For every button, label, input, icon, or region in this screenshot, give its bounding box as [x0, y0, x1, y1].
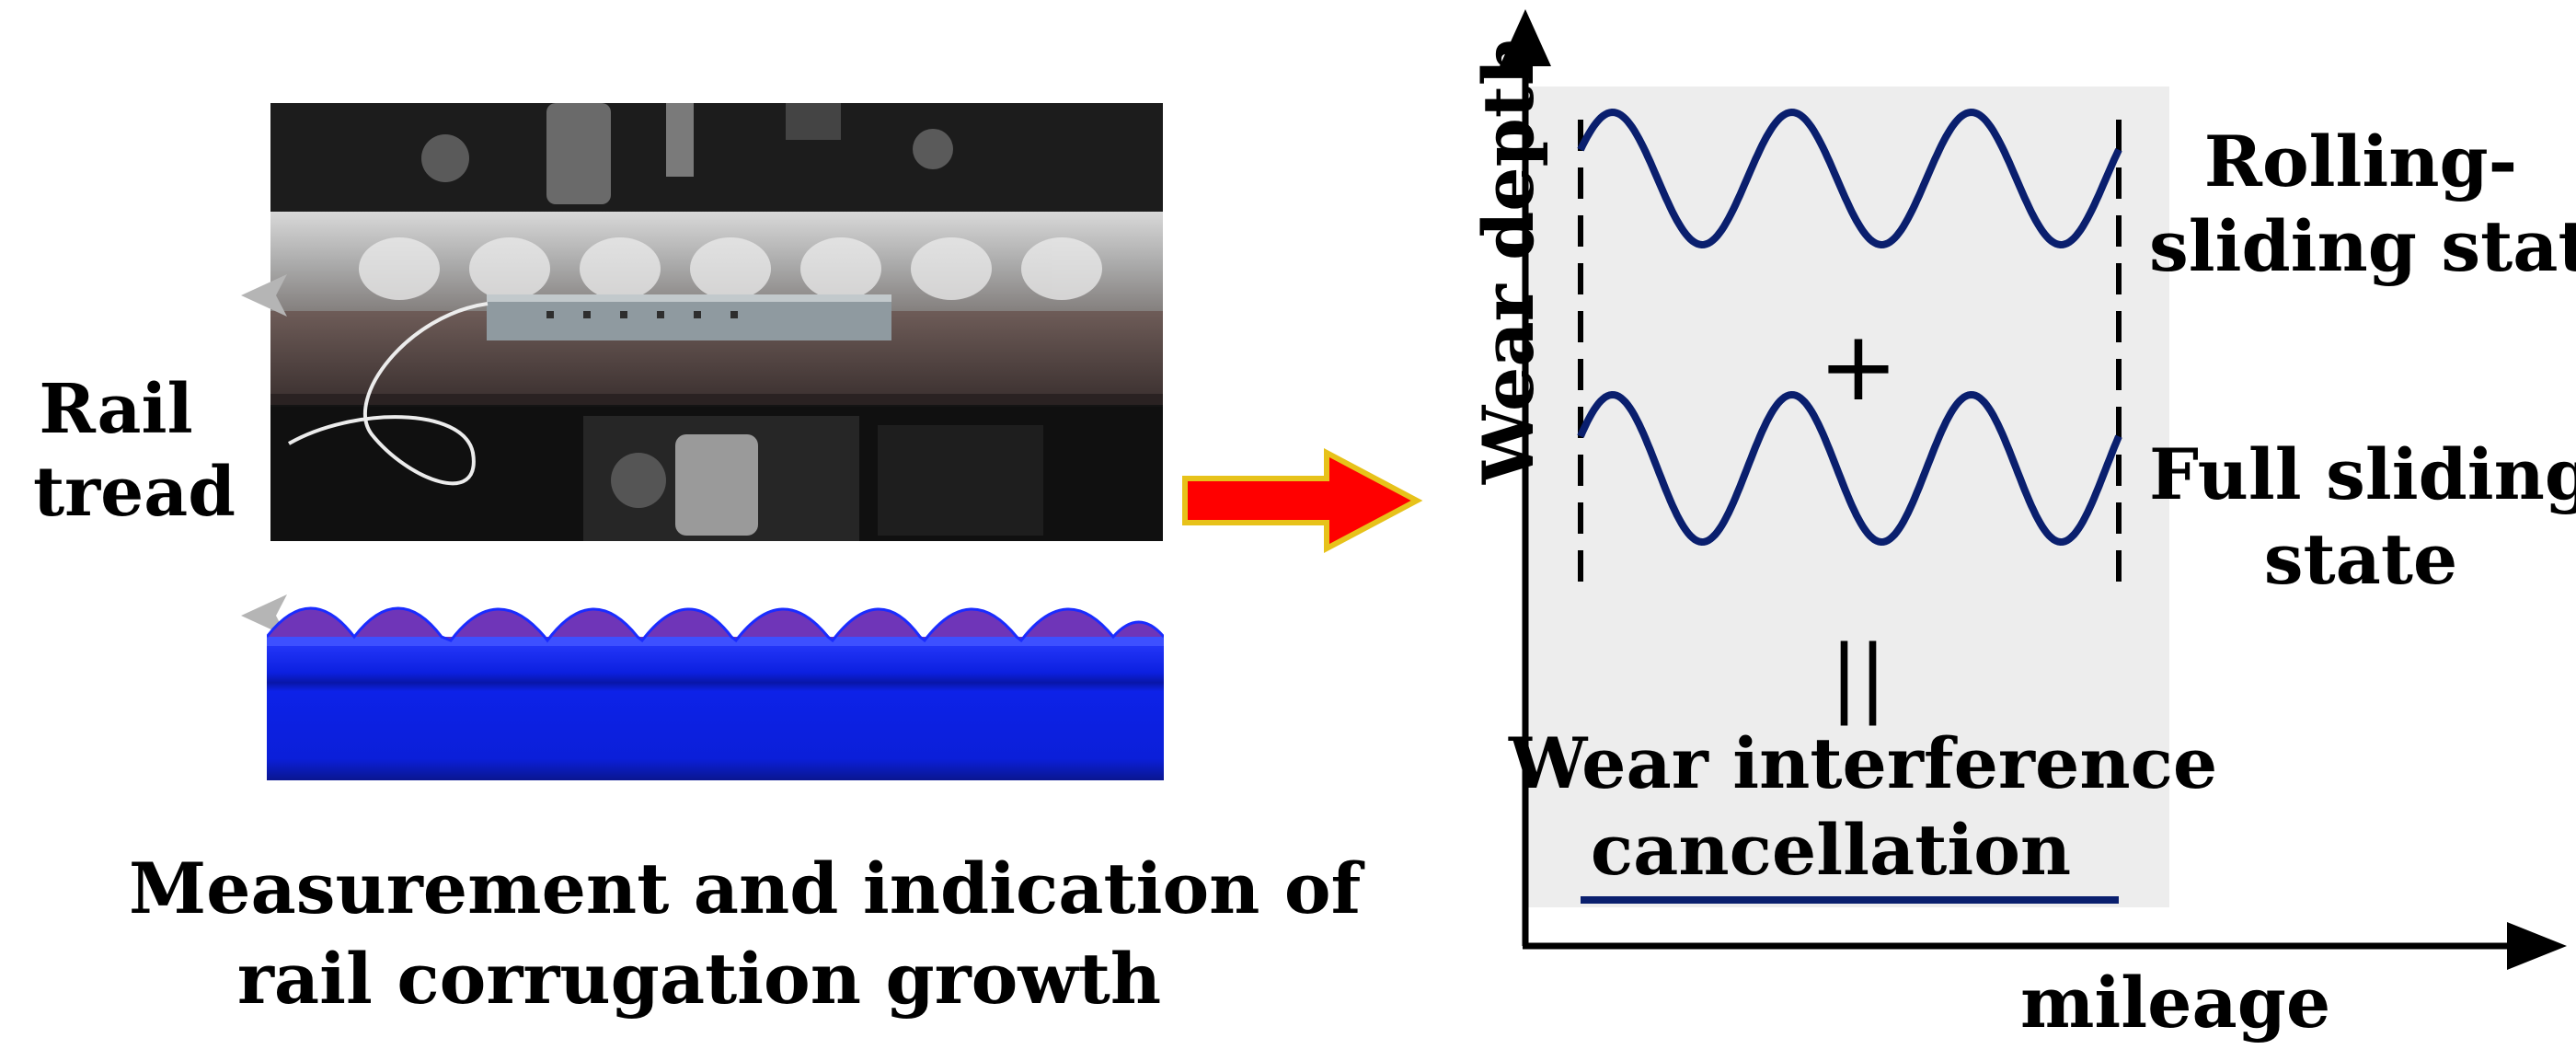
rail-tread-photo	[270, 103, 1163, 541]
x-axis-arrowhead	[2507, 922, 2567, 970]
full-sliding-label: Full sliding state	[2149, 433, 2576, 600]
cancellation-label: Wear interference cancellation	[1509, 722, 2218, 891]
full-sliding-label-line2: state	[2263, 518, 2458, 600]
y-axis-arrowhead	[1500, 9, 1551, 66]
x-axis-label: mileage	[2020, 962, 2331, 1044]
rolling-sliding-label: Rolling- sliding state	[2149, 121, 2576, 287]
rolling-sliding-label-line2: sliding state	[2149, 205, 2576, 287]
left-caption: Measurement and indication of rail corru…	[129, 848, 1362, 1020]
rolling-sliding-wave	[1577, 108, 2122, 249]
rail-tread-label-line2: tread	[33, 453, 236, 532]
cancellation-label-line1: Wear interference	[1509, 722, 2218, 804]
wear-depth-plot	[1500, 9, 2567, 970]
corrugation-profile-illustration	[267, 606, 1164, 780]
caption-line2: rail corrugation growth	[236, 938, 1162, 1020]
cancellation-label-line2: cancellation	[1590, 809, 2072, 891]
marker-triangle-icon	[241, 274, 287, 317]
y-axis-label: Wear depth	[1467, 34, 1549, 485]
rolling-sliding-label-line1: Rolling-	[2203, 121, 2518, 202]
right-arrow-icon	[1182, 448, 1423, 553]
rail-tread-label: Rail tread	[33, 370, 236, 532]
rail-tread-label-line1: Rail	[39, 370, 193, 449]
full-sliding-label-line1: Full sliding	[2149, 433, 2576, 515]
caption-line1: Measurement and indication of	[129, 848, 1362, 929]
equals-symbol: ||	[1830, 628, 1887, 726]
full-sliding-wave	[1577, 390, 2122, 547]
plus-symbol: +	[1818, 310, 1899, 422]
